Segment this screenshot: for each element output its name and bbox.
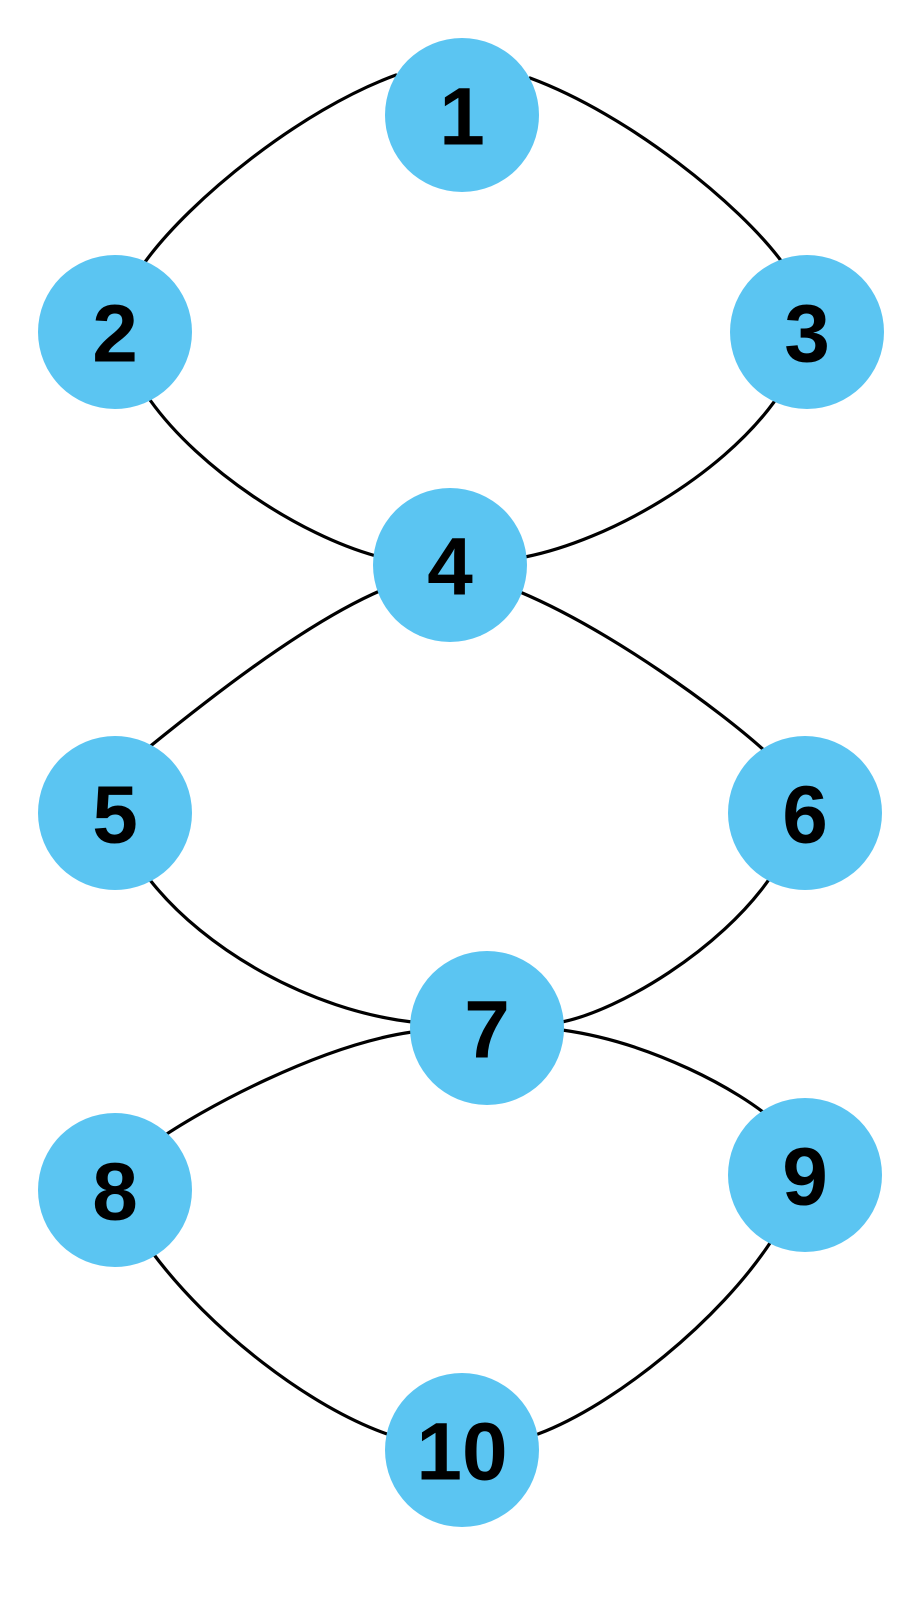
graph-edge	[148, 878, 414, 1024]
graph-edge	[143, 73, 398, 264]
node-circle[interactable]	[373, 488, 527, 642]
node-label: 5	[92, 770, 138, 861]
node-label: 4	[427, 522, 473, 613]
graph-node[interactable]: 1	[385, 38, 539, 192]
graph-node[interactable]: 9	[728, 1098, 882, 1252]
node-circle[interactable]	[38, 255, 192, 409]
graph-edge	[560, 876, 772, 1024]
graph-edge	[150, 1250, 392, 1437]
node-label: 8	[92, 1147, 138, 1238]
nodes-layer: 1 2 3 4 5 6 7 8 9 10	[38, 38, 884, 1527]
graph-edge	[536, 1238, 774, 1436]
graph-node[interactable]: 8	[38, 1113, 192, 1267]
graph-node[interactable]: 6	[728, 736, 882, 890]
node-circle[interactable]	[728, 736, 882, 890]
graph-edge	[153, 1030, 414, 1144]
node-label: 2	[92, 289, 138, 380]
graph-edge	[518, 590, 768, 754]
node-label: 7	[464, 985, 510, 1076]
node-circle[interactable]	[385, 38, 539, 192]
node-circle[interactable]	[730, 255, 884, 409]
graph-edge	[146, 588, 384, 750]
node-circle[interactable]	[728, 1098, 882, 1252]
node-label: 6	[782, 770, 828, 861]
graph-node[interactable]: 7	[410, 951, 564, 1105]
node-label: 3	[784, 289, 830, 380]
graph-node[interactable]: 4	[373, 488, 527, 642]
graph-edge	[528, 76, 784, 264]
graph-node[interactable]: 3	[730, 255, 884, 409]
node-label: 10	[416, 1407, 507, 1498]
graph-node[interactable]: 10	[385, 1373, 539, 1527]
graph-node[interactable]: 5	[38, 736, 192, 890]
graph-edge	[523, 400, 776, 559]
node-circle[interactable]	[38, 736, 192, 890]
graph-node[interactable]: 2	[38, 255, 192, 409]
node-label: 1	[439, 72, 485, 163]
node-circle[interactable]	[385, 1373, 539, 1527]
node-circle[interactable]	[410, 951, 564, 1105]
edges-layer	[143, 73, 784, 1437]
graph-edge	[148, 398, 378, 558]
graph-edge	[560, 1028, 777, 1124]
node-label: 9	[782, 1132, 828, 1223]
node-circle[interactable]	[38, 1113, 192, 1267]
